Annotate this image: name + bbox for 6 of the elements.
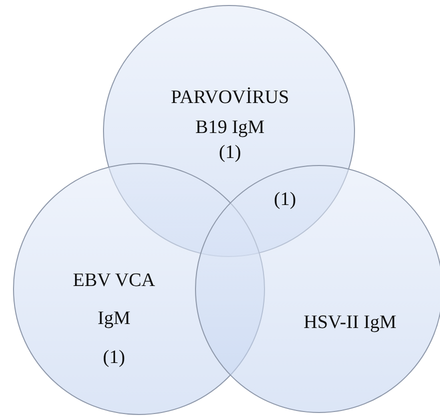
count-label: (1) (274, 189, 296, 211)
count-label: (1) (102, 347, 126, 369)
set-label: HSV-II IgM (302, 312, 398, 334)
set-label: PARVOVİRUS B19 IgM (170, 86, 290, 140)
count-label: (1) (218, 144, 242, 162)
set-label: EBV VCA IgM (72, 269, 156, 331)
